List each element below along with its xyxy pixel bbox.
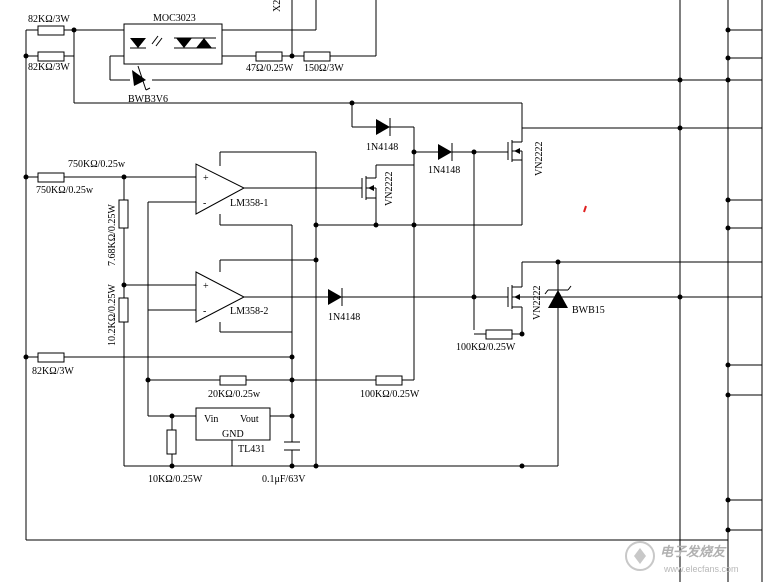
label-r20k: 20KΩ/0.25w	[208, 389, 261, 400]
label-diode-2: 1N4148	[428, 165, 460, 176]
label-r150: 150Ω/3W	[304, 63, 344, 74]
resistors	[37, 25, 513, 455]
label-plus-2: +	[203, 281, 209, 292]
watermark-url: www.elecfans.com	[663, 564, 739, 574]
label-r82k-3: 82KΩ/3W	[32, 366, 74, 377]
label-r10k: 10KΩ/0.25W	[148, 474, 203, 485]
label-minus-1: -	[203, 198, 206, 209]
label-bwb15: BWB15	[572, 305, 605, 316]
opamp-lm358-2	[195, 271, 246, 323]
label-lm358-1: LM358-1	[230, 198, 268, 209]
label-r47: 47Ω/0.25W	[246, 63, 294, 74]
watermark-text: 电子发烧友	[660, 544, 727, 559]
bwb3v6-zener	[132, 65, 151, 91]
label-r82k-2: 82KΩ/3W	[28, 62, 70, 73]
opamp-lm358-1	[195, 163, 246, 215]
label-vn2222-top: VN2222	[534, 142, 545, 176]
label-diode-3: 1N4148	[328, 312, 360, 323]
label-tl-vout: Vout	[240, 414, 259, 425]
label-lm358-2: LM358-2	[230, 306, 268, 317]
label-vn2222-low: VN2222	[532, 286, 543, 320]
label-vn2222-mid: VN2222	[384, 172, 395, 206]
label-plus-1: +	[203, 173, 209, 184]
label-r82k-top: 82KΩ/3W	[28, 14, 70, 25]
label-minus-2: -	[203, 306, 206, 317]
label-diode-1: 1N4148	[366, 142, 398, 153]
label-r750b: 750KΩ/0.25w	[36, 185, 94, 196]
label-r102: 10.2KΩ/0.25W	[107, 284, 118, 346]
moc3023-optocoupler	[123, 23, 223, 65]
bwb15-zener	[544, 285, 572, 308]
label-tl-vin: Vin	[204, 414, 218, 425]
label-r100k-b: 100KΩ/0.25W	[456, 342, 516, 353]
watermark: 电子发烧友 www.elecfans.com	[625, 541, 739, 574]
label-r100k-a: 100KΩ/0.25W	[360, 389, 420, 400]
wires	[25, 0, 763, 582]
label-moc3023: MOC3023	[153, 13, 196, 24]
label-r750a: 750KΩ/0.25w	[68, 159, 126, 170]
red-mark	[583, 205, 587, 213]
capacitor	[284, 441, 300, 451]
label-bwb3v6: BWB3V6	[128, 94, 168, 105]
tl431-regulator	[195, 407, 271, 441]
label-x2: X2	[272, 0, 283, 12]
junction-dots	[23, 27, 731, 533]
label-tl431: TL431	[238, 444, 265, 455]
label-r768: 7.68KΩ/0.25W	[107, 204, 118, 266]
label-tl-gnd: GND	[222, 429, 244, 440]
diodes	[328, 118, 453, 306]
mosfets	[361, 140, 523, 310]
label-cap: 0.1μF/63V	[262, 474, 306, 485]
